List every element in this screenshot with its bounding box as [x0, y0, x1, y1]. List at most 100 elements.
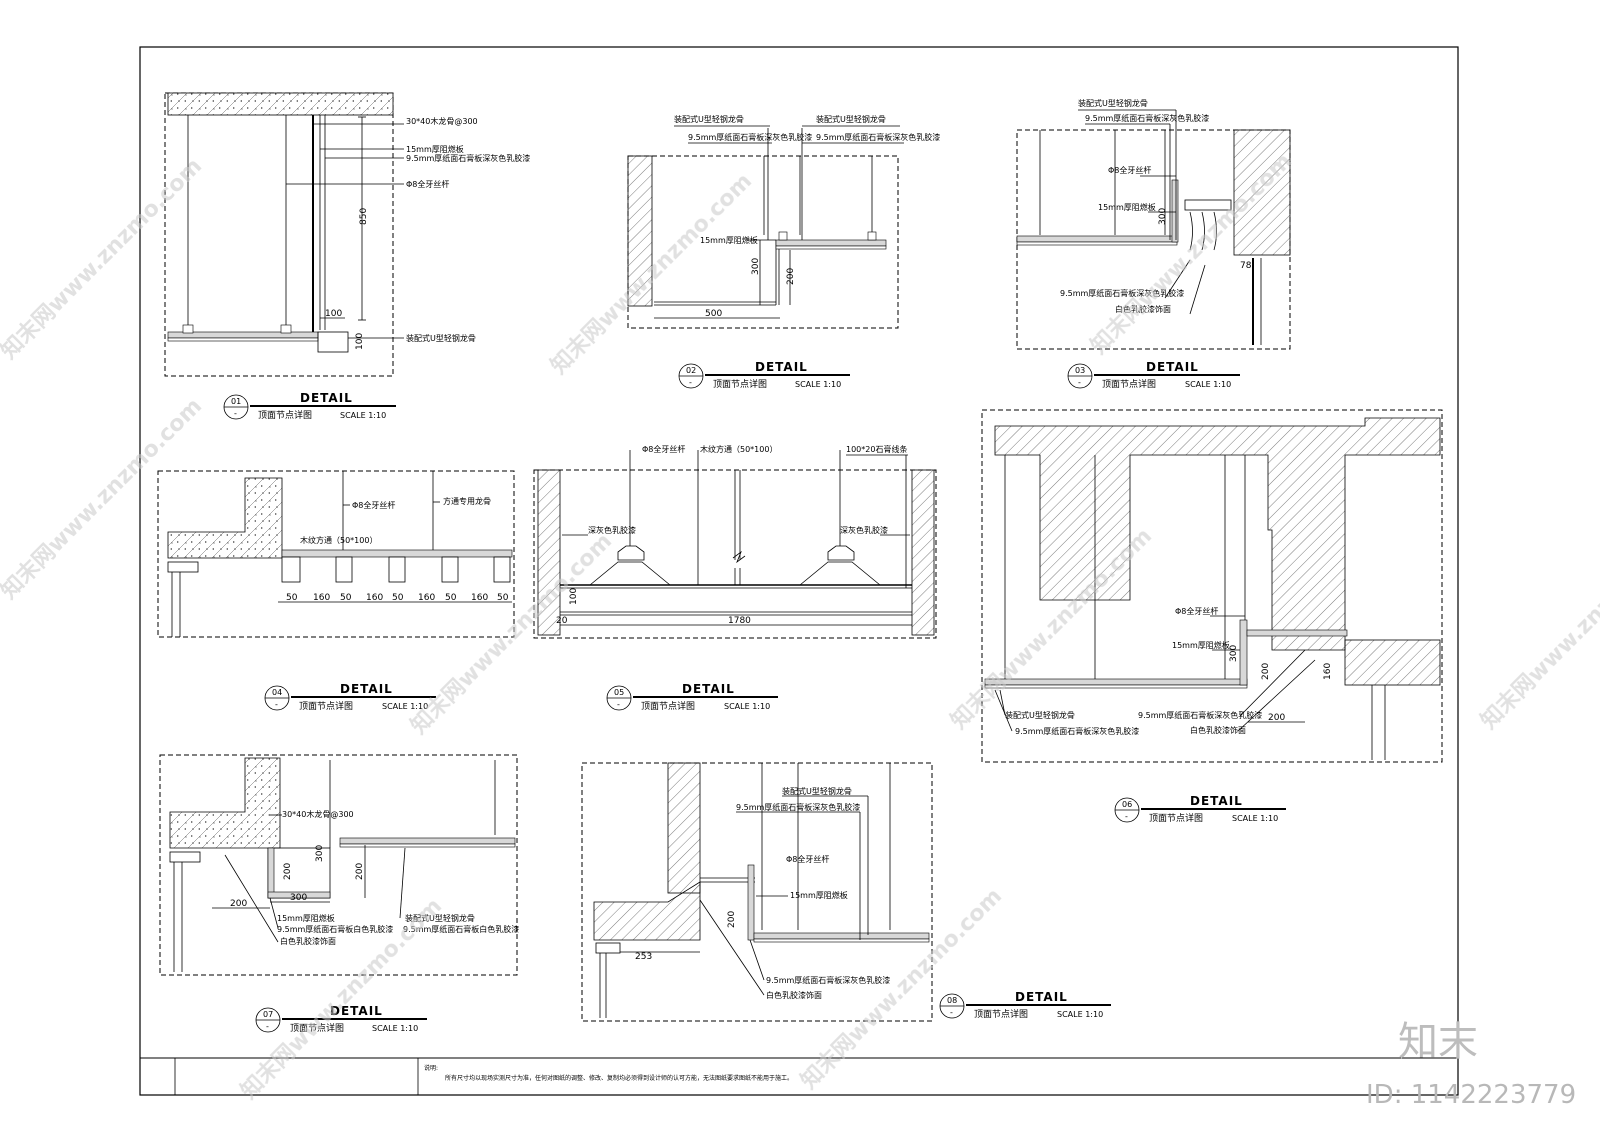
- title-strip: [139, 1057, 1459, 1096]
- d03-label-rod: Φ8全牙丝杆: [1108, 165, 1151, 175]
- watermark-id: ID: 1142223779: [1366, 1080, 1576, 1110]
- d07-dim-300a: 300: [290, 893, 307, 903]
- d01-subtitle: 顶面节点详图: [258, 409, 312, 421]
- d04-dim-2: 160: [313, 593, 330, 603]
- notes-label: 说明:: [424, 1064, 438, 1072]
- d06-scale: SCALE 1:10: [1232, 814, 1278, 823]
- watermark-brand-7: 知末网www.znzmo.com: [1476, 523, 1600, 734]
- d04-dash: -: [275, 700, 278, 709]
- d06-label-white-paint: 白色乳胶漆饰面: [1190, 725, 1246, 735]
- notes-text: 所有尺寸均以现场实测尺寸为准，任何对图纸的调整、修改、复制均必须得到设计师的认可…: [445, 1074, 793, 1082]
- d05-title: DETAIL: [682, 682, 735, 696]
- d06-dash: -: [1125, 812, 1128, 821]
- d08-dim-253: 253: [635, 952, 652, 962]
- watermark-layer: 知末网www.znzmo.com 知末网www.znzmo.com 知末网www…: [0, 148, 1600, 1104]
- d08-number: 08: [947, 996, 957, 1005]
- watermark-brand-4: 知末网www.znzmo.com: [0, 393, 207, 604]
- detail-05: Φ8全牙丝杆 木纹方通（50*100） 100*20石膏线条 深灰色乳胶漆 深灰…: [533, 444, 937, 712]
- d02-label-u-keel-right: 装配式U型轻钢龙骨: [816, 114, 886, 124]
- d06-dim-200b: 200: [1268, 713, 1285, 723]
- detail-01: 850 100 100 30*40木龙骨@300 15mm厚阻燃板 9.5mm厚…: [164, 92, 530, 421]
- d05-dim-100: 100: [569, 588, 579, 605]
- d01-title: DETAIL: [300, 391, 353, 405]
- d04-dim-3: 50: [340, 593, 352, 603]
- watermark-brand-9: 知末网www.znzmo.com: [796, 883, 1007, 1094]
- d06-label-gypsum-left: 9.5mm厚纸面石膏板深灰色乳胶漆: [1015, 726, 1139, 736]
- d07-dim-200b: 200: [283, 863, 293, 880]
- d08-label-white-paint: 白色乳胶漆饰面: [766, 990, 822, 1000]
- d02-number: 02: [686, 366, 696, 375]
- d02-dim-200: 200: [786, 268, 796, 285]
- d04-dim-6: 160: [418, 593, 435, 603]
- d03-dim-78: 78: [1240, 261, 1252, 271]
- detail-07: 30*40木龙骨@300 200 300 200 300 200 15mm厚阻燃…: [159, 754, 519, 1034]
- d03-label-white-paint: 白色乳胶漆饰面: [1115, 304, 1171, 314]
- d05-label-paint-left: 深灰色乳胶漆: [588, 525, 636, 535]
- d07-label-board: 15mm厚阻燃板: [277, 913, 335, 923]
- d04-number: 04: [272, 688, 282, 697]
- d05-subtitle: 顶面节点详图: [641, 700, 695, 712]
- d02-label-gypsum-left: 9.5mm厚纸面石膏板深灰色乳胶漆: [688, 132, 812, 142]
- d01-label-board: 15mm厚阻燃板: [406, 144, 464, 154]
- detail-02: 装配式U型轻钢龙骨 9.5mm厚纸面石膏板深灰色乳胶漆 装配式U型轻钢龙骨 9.…: [627, 114, 940, 390]
- d05-label-gypsum-line: 100*20石膏线条: [846, 444, 907, 454]
- d02-title: DETAIL: [755, 360, 808, 374]
- d02-dim-500: 500: [705, 309, 722, 319]
- d02-label-u-keel-left: 装配式U型轻钢龙骨: [674, 114, 744, 124]
- d07-title: DETAIL: [330, 1004, 383, 1018]
- detail-08: 装配式U型轻钢龙骨 9.5mm厚纸面石膏板深灰色乳胶漆 Φ8全牙丝杆 15mm厚…: [581, 762, 1111, 1022]
- d01-dash: -: [234, 409, 237, 418]
- d04-dim-9: 50: [497, 593, 509, 603]
- d02-label-gypsum-right: 9.5mm厚纸面石膏板深灰色乳胶漆: [816, 132, 940, 142]
- d03-scale: SCALE 1:10: [1185, 380, 1231, 389]
- d03-number: 03: [1075, 366, 1085, 375]
- d02-label-board: 15mm厚阻燃板: [700, 235, 758, 245]
- d07-label-gypsum-right: 9.5mm厚纸面石膏板白色乳胶漆: [403, 924, 519, 934]
- d01-scale: SCALE 1:10: [340, 411, 386, 420]
- d03-title: DETAIL: [1146, 360, 1199, 374]
- d05-dash: -: [617, 700, 620, 709]
- d08-label-rod: Φ8全牙丝杆: [786, 854, 829, 864]
- d06-dim-200a: 200: [1261, 663, 1271, 680]
- d07-dim-200a: 200: [230, 899, 247, 909]
- detail-06: Φ8全牙丝杆 15mm厚阻燃板 300 200 200 160 装配式U型轻钢龙…: [981, 409, 1443, 824]
- d04-label-rod: Φ8全牙丝杆: [352, 500, 395, 510]
- d04-subtitle: 顶面节点详图: [299, 700, 353, 712]
- d03-label-gypsum-bottom: 9.5mm厚纸面石膏板深灰色乳胶漆: [1060, 288, 1184, 298]
- d07-label-gypsum-left: 9.5mm厚纸面石膏板白色乳胶漆: [277, 924, 393, 934]
- d06-number: 06: [1122, 800, 1132, 809]
- d08-subtitle: 顶面节点详图: [974, 1008, 1028, 1020]
- d07-subtitle: 顶面节点详图: [290, 1022, 344, 1034]
- d08-title: DETAIL: [1015, 990, 1068, 1004]
- d03-label-gypsum-top: 9.5mm厚纸面石膏板深灰色乳胶漆: [1085, 113, 1209, 123]
- d06-label-rod: Φ8全牙丝杆: [1175, 606, 1218, 616]
- d01-dim-100a: 100: [325, 309, 342, 319]
- d08-label-gypsum-bottom: 9.5mm厚纸面石膏板深灰色乳胶漆: [766, 975, 890, 985]
- d04-label-wood-tube: 木纹方通（50*100）: [300, 535, 377, 545]
- d07-label-u-keel: 装配式U型轻钢龙骨: [405, 913, 475, 923]
- d06-label-board: 15mm厚阻燃板: [1172, 640, 1230, 650]
- d06-title: DETAIL: [1190, 794, 1243, 808]
- detail-04: 50 160 50 160 50 160 50 160 50 Φ8全牙丝杆 方通…: [157, 470, 515, 712]
- d02-scale: SCALE 1:10: [795, 380, 841, 389]
- d01-label-rod: Φ8全牙丝杆: [406, 179, 449, 189]
- d02-subtitle: 顶面节点详图: [713, 378, 767, 390]
- d04-label-keel: 方通专用龙骨: [443, 496, 491, 506]
- d02-dim-300: 300: [751, 258, 761, 275]
- d04-dim-8: 160: [471, 593, 488, 603]
- d07-dim-200c: 200: [355, 863, 365, 880]
- d05-scale: SCALE 1:10: [724, 702, 770, 711]
- d05-dim-1780: 1780: [728, 616, 751, 626]
- d05-label-paint-right: 深灰色乳胶漆: [840, 525, 888, 535]
- d08-label-board: 15mm厚阻燃板: [790, 890, 848, 900]
- detail-03: 装配式U型轻钢龙骨 9.5mm厚纸面石膏板深灰色乳胶漆 Φ8全牙丝杆 15mm厚…: [1016, 98, 1291, 390]
- d04-dim-4: 160: [366, 593, 383, 603]
- d03-label-board: 15mm厚阻燃板: [1098, 202, 1156, 212]
- d01-dim-850: 850: [359, 208, 369, 225]
- d06-label-gypsum-right: 9.5mm厚纸面石膏板深灰色乳胶漆: [1138, 710, 1262, 720]
- d02-dash: -: [689, 378, 692, 387]
- d01-dim-100b: 100: [355, 333, 365, 350]
- d07-label-wood-keel: 30*40木龙骨@300: [282, 809, 354, 819]
- d05-dim-20: 20: [556, 616, 568, 626]
